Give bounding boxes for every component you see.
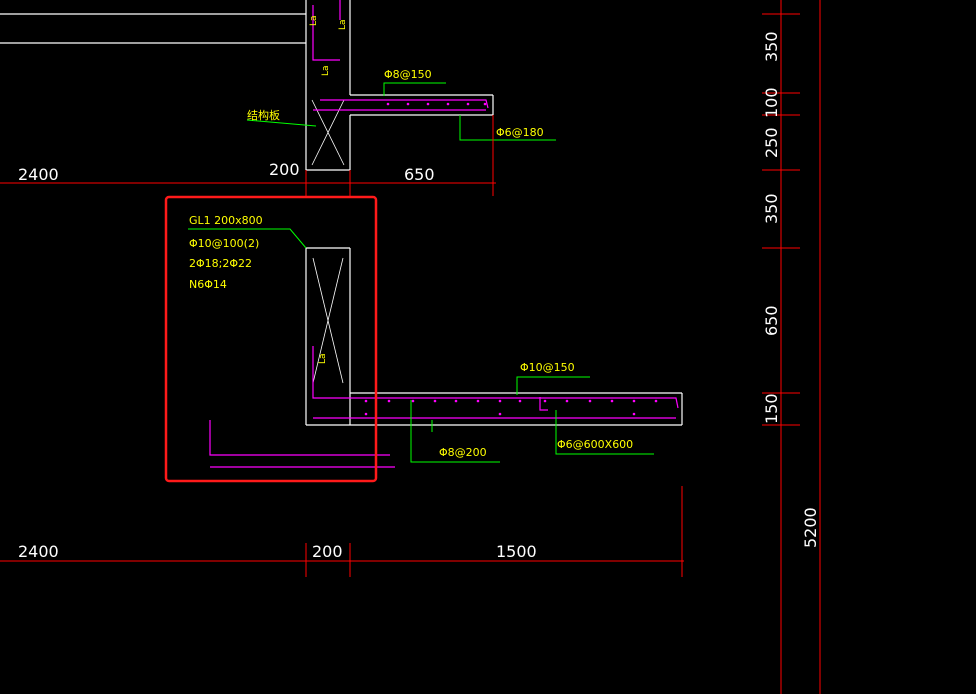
- bottom-slab-bottom-bar-label: Φ8@200: [439, 446, 487, 459]
- la-label-3: La: [321, 65, 331, 76]
- dim-right-650: 650: [762, 305, 781, 336]
- top-slab-outline: [350, 94, 494, 116]
- bottom-slab-mesh-label: Φ6@600X600: [557, 438, 633, 451]
- highlight-box[interactable]: [164, 195, 378, 483]
- dim-bottom-slab: 1500: [496, 542, 537, 561]
- beam-gl1-outline: [305, 247, 683, 426]
- top-rebar-dots: [386, 102, 487, 106]
- top-wall-cross: [311, 99, 345, 166]
- bottom-dimension-line: [0, 486, 684, 577]
- beam-leader: [188, 228, 307, 249]
- dim-top-slab: 650: [404, 165, 435, 184]
- dim-right-350-b: 350: [762, 193, 781, 224]
- top-leaders: [246, 82, 556, 141]
- beam-gl1-cross: [312, 257, 344, 384]
- structural-slab-label: 结构板: [247, 108, 280, 122]
- dim-bottom-wall: 200: [312, 542, 343, 561]
- top-left-slab-outline: [0, 13, 306, 44]
- la-label-2: La: [338, 19, 348, 30]
- dim-right-total: 5200: [801, 507, 820, 548]
- beam-label-line3: 2Φ18;2Φ22: [189, 257, 252, 270]
- beam-label-line4: N6Φ14: [189, 278, 227, 291]
- top-slab-dist-bar-label: Φ6@180: [496, 126, 544, 139]
- dim-right-250: 250: [762, 127, 781, 158]
- bottom-leaders: [410, 376, 654, 463]
- bottom-rebar: [209, 346, 679, 468]
- dim-right-150: 150: [762, 393, 781, 424]
- dim-top-wall: 200: [269, 160, 300, 179]
- beam-label-line1: GL1 200x800: [189, 214, 263, 227]
- bottom-slab-top-bar-label: Φ10@150: [520, 361, 575, 374]
- dim-bottom-left-span: 2400: [18, 542, 59, 561]
- bottom-rebar-dots: [364, 399, 658, 416]
- dim-right-350-a: 350: [762, 31, 781, 62]
- la-label-1: La: [309, 15, 319, 26]
- right-dimension-lines: [762, 0, 821, 694]
- dim-top-left-span: 2400: [18, 165, 59, 184]
- top-rebar: [312, 0, 489, 111]
- dim-right-100: 100: [762, 87, 781, 118]
- top-slab-top-bar-label: Φ8@150: [384, 68, 432, 81]
- top-dimension-line: [0, 115, 496, 196]
- top-wall-outline: [305, 0, 351, 171]
- beam-label-line2: Φ10@100(2): [189, 237, 259, 250]
- la-label-beam: La: [318, 353, 328, 364]
